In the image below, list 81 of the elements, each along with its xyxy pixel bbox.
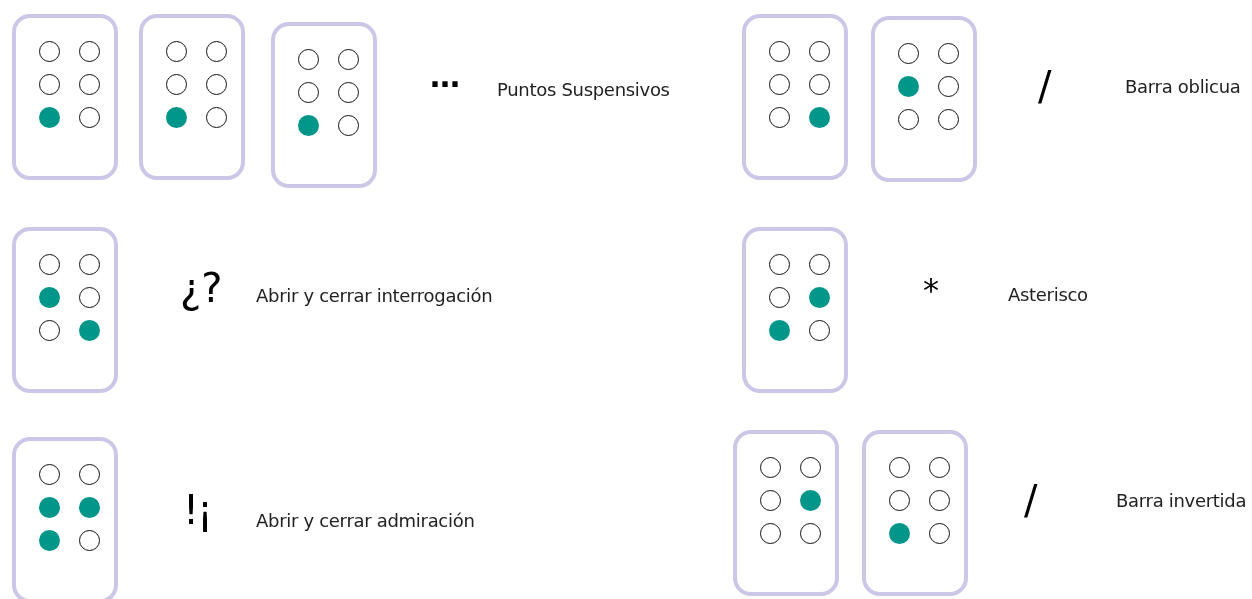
raised-dot: [800, 490, 821, 511]
flat-dot: [39, 254, 60, 275]
flat-dot: [79, 530, 100, 551]
flat-dot: [800, 523, 821, 544]
flat-dot: [39, 74, 60, 95]
flat-dot: [938, 76, 959, 97]
raised-dot: [298, 115, 319, 136]
flat-dot: [79, 464, 100, 485]
flat-dot: [898, 43, 919, 64]
raised-dot: [39, 287, 60, 308]
raised-dot: [809, 107, 830, 128]
flat-dot: [338, 82, 359, 103]
flat-dot: [889, 490, 910, 511]
flat-dot: [39, 464, 60, 485]
flat-dot: [39, 41, 60, 62]
raised-dot: [166, 107, 187, 128]
flat-dot: [769, 41, 790, 62]
flat-dot: [39, 320, 60, 341]
flat-dot: [79, 107, 100, 128]
flat-dot: [809, 74, 830, 95]
braille-cell: [871, 16, 977, 182]
symbol-name: Asterisco: [1008, 284, 1088, 305]
flat-dot: [889, 457, 910, 478]
symbol-name: Puntos Suspensivos: [497, 79, 670, 100]
symbol-name: Abrir y cerrar interrogación: [256, 285, 493, 306]
flat-dot: [769, 107, 790, 128]
flat-dot: [760, 490, 781, 511]
flat-dot: [338, 49, 359, 70]
flat-dot: [206, 107, 227, 128]
braille-cell: [742, 14, 848, 180]
braille-cell: [862, 430, 968, 596]
flat-dot: [760, 523, 781, 544]
flat-dot: [809, 41, 830, 62]
flat-dot: [298, 49, 319, 70]
braille-cell: [271, 22, 377, 188]
raised-dot: [79, 320, 100, 341]
flat-dot: [809, 254, 830, 275]
flat-dot: [898, 109, 919, 130]
flat-dot: [79, 254, 100, 275]
symbol: …: [430, 62, 460, 92]
flat-dot: [206, 74, 227, 95]
raised-dot: [39, 497, 60, 518]
flat-dot: [166, 41, 187, 62]
symbol: /: [1038, 66, 1052, 106]
raised-dot: [79, 497, 100, 518]
flat-dot: [79, 287, 100, 308]
braille-cell: [139, 14, 245, 180]
flat-dot: [760, 457, 781, 478]
flat-dot: [338, 115, 359, 136]
raised-dot: [889, 523, 910, 544]
flat-dot: [809, 320, 830, 341]
symbol-name: Abrir y cerrar admiración: [256, 510, 475, 531]
flat-dot: [938, 43, 959, 64]
flat-dot: [769, 287, 790, 308]
flat-dot: [79, 74, 100, 95]
symbol-name: Barra invertida: [1116, 490, 1247, 511]
raised-dot: [809, 287, 830, 308]
flat-dot: [929, 523, 950, 544]
braille-cell: [733, 430, 839, 596]
raised-dot: [769, 320, 790, 341]
raised-dot: [39, 530, 60, 551]
flat-dot: [800, 457, 821, 478]
flat-dot: [166, 74, 187, 95]
flat-dot: [929, 457, 950, 478]
flat-dot: [298, 82, 319, 103]
flat-dot: [79, 41, 100, 62]
flat-dot: [938, 109, 959, 130]
flat-dot: [769, 74, 790, 95]
symbol: /: [1024, 480, 1038, 520]
flat-dot: [206, 41, 227, 62]
flat-dot: [769, 254, 790, 275]
raised-dot: [39, 107, 60, 128]
symbol: *: [923, 274, 939, 306]
raised-dot: [898, 76, 919, 97]
braille-cell: [12, 437, 118, 599]
symbol-name: Barra oblicua: [1125, 76, 1241, 97]
flat-dot: [929, 490, 950, 511]
symbol: !¡: [183, 490, 212, 530]
braille-cell: [12, 14, 118, 180]
braille-cell: [12, 227, 118, 393]
braille-cell: [742, 227, 848, 393]
